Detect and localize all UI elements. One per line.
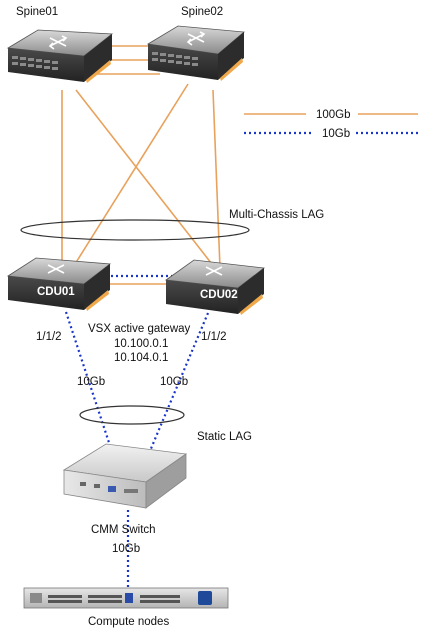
cdu01-label: CDU01 xyxy=(37,286,75,298)
cdu02-switch[interactable] xyxy=(164,259,266,315)
cmm-switch[interactable] xyxy=(62,443,188,509)
link-spine02-cdu01 xyxy=(69,83,189,273)
cmm-downlink-speed-label: 10Gb xyxy=(112,543,140,555)
switch-arrows-icon xyxy=(205,266,223,276)
links-100gb xyxy=(61,45,221,285)
switch-arrows-icon xyxy=(47,264,65,274)
left-uplink-speed-label: 10Gb xyxy=(77,376,105,388)
spine01-label: Spine01 xyxy=(16,6,58,18)
vsx-gateway-title: VSX active gateway xyxy=(88,323,191,335)
cdu01-switch[interactable] xyxy=(6,257,112,311)
right-uplink-speed-label: 10Gb xyxy=(160,376,188,388)
switch-arrows-icon xyxy=(186,31,206,46)
link-spine02-cdu02 xyxy=(212,89,221,269)
switch-arrows-icon xyxy=(48,35,68,50)
multi-chassis-lag-label: Multi-Chassis LAG xyxy=(229,209,324,221)
link-spine01-cdu02 xyxy=(75,89,216,269)
legend: 100Gb 10Gb xyxy=(244,109,418,140)
links-10gb xyxy=(64,274,210,596)
spine02-switch[interactable] xyxy=(146,25,245,81)
vsx-ip-1: 10.100.0.1 xyxy=(114,338,168,350)
compute-nodes[interactable] xyxy=(23,587,229,609)
link-cdu02-cmm xyxy=(140,312,210,471)
multi-chassis-lag-ellipse xyxy=(20,219,250,241)
cmm-switch-label: CMM Switch xyxy=(91,524,156,536)
legend-10gb-label: 10Gb xyxy=(322,128,350,140)
spine02-label: Spine02 xyxy=(181,6,223,18)
spine01-switch[interactable] xyxy=(6,29,114,83)
vsx-ip-2: 10.104.0.1 xyxy=(114,352,168,364)
compute-nodes-label: Compute nodes xyxy=(88,616,169,628)
cdu02-label: CDU02 xyxy=(200,289,238,301)
static-lag-ellipse xyxy=(79,405,185,425)
port-right-label: 1/1/2 xyxy=(201,331,227,343)
static-lag-label: Static LAG xyxy=(197,431,252,443)
port-left-label: 1/1/2 xyxy=(36,331,62,343)
legend-100gb-label: 100Gb xyxy=(316,109,351,121)
